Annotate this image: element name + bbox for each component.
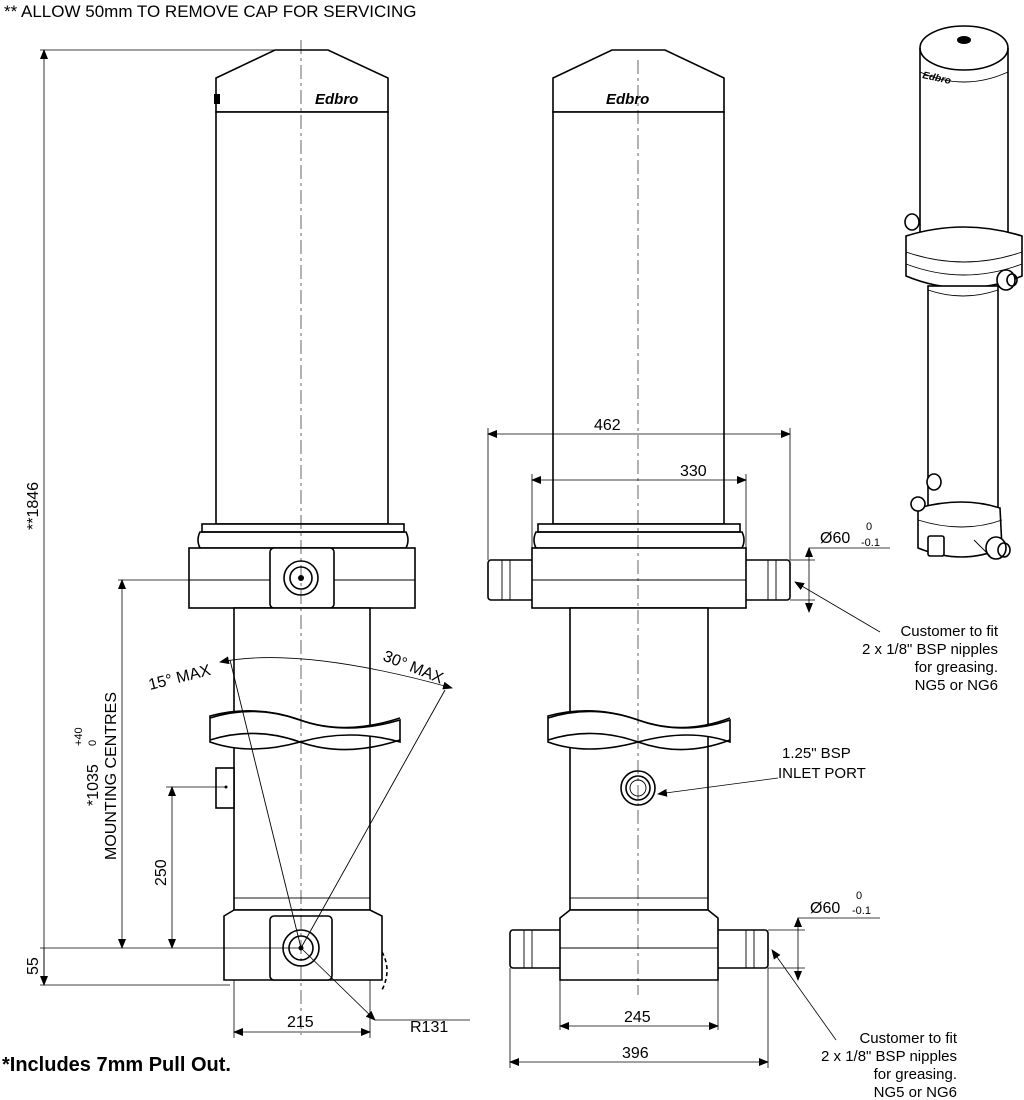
collar-width-inner-label: 330	[680, 463, 707, 480]
collar-width-outer-label: 462	[594, 417, 621, 434]
mounting-centres-value: *1035	[85, 764, 102, 806]
svg-text:1.25" BSP: 1.25" BSP	[782, 745, 851, 762]
svg-text:Customer to fit: Customer to fit	[859, 1030, 957, 1047]
radius-label: R131	[410, 1019, 448, 1036]
left-view: Edbro 15° MAX	[25, 40, 470, 1038]
trunnion-tol-lower-top: -0.1	[861, 537, 880, 549]
port-height-label: 250	[153, 859, 170, 886]
middle-trunnion-bottom-right	[713, 929, 769, 969]
trunnion-dia-top: Ø60	[820, 530, 850, 547]
note-top-nipples: Customer to fit 2 x 1/8" BSP nipples for…	[862, 623, 999, 694]
left-outer-tube	[215, 111, 389, 525]
iso-brand: Edbro	[921, 70, 952, 87]
middle-trunnion-right	[743, 559, 791, 601]
svg-text:NG5 or NG6: NG5 or NG6	[874, 1084, 957, 1100]
left-cap-brand: Edbro	[315, 91, 358, 108]
angle-left-label: 15° MAX	[147, 662, 213, 694]
note-inlet-port: 1.25" BSP INLET PORT	[778, 745, 866, 782]
base-width-label: 215	[287, 1014, 314, 1031]
base-height-label: 55	[25, 957, 42, 975]
note-bottom-nipples: Customer to fit 2 x 1/8" BSP nipples for…	[821, 1030, 958, 1100]
svg-text:INLET PORT: INLET PORT	[778, 765, 866, 782]
iso-cap-vent	[957, 36, 971, 44]
mounting-centres-tol-upper: +40	[73, 727, 85, 746]
base-width-inner-label: 245	[624, 1009, 651, 1026]
svg-text:Customer to fit: Customer to fit	[900, 623, 998, 640]
angle-right-label: 30° MAX	[381, 648, 446, 688]
middle-base	[559, 909, 719, 981]
trunnion-tol-upper-bottom: 0	[856, 890, 862, 902]
middle-view: Edbro 462	[487, 49, 999, 1100]
mounting-centres-label: MOUNTING CENTRES	[103, 692, 120, 860]
left-cap	[215, 49, 389, 113]
svg-text:NG5 or NG6: NG5 or NG6	[915, 677, 998, 694]
middle-inner-tube	[569, 607, 709, 911]
svg-text:2 x 1/8" BSP nipples: 2 x 1/8" BSP nipples	[862, 641, 998, 658]
overall-height-label: **1846	[25, 482, 42, 530]
middle-trunnion-bottom-left	[509, 929, 565, 969]
trunnion-tol-lower-bottom: -0.1	[852, 905, 871, 917]
footer-note: *Includes 7mm Pull Out.	[2, 1054, 231, 1076]
middle-cap-brand: Edbro	[606, 91, 649, 108]
header-note: ** ALLOW 50mm TO REMOVE CAP FOR SERVICIN…	[4, 2, 417, 21]
trunnion-tol-upper-top: 0	[866, 521, 872, 533]
isometric-view: Edbro	[904, 25, 1023, 560]
svg-text:for greasing.: for greasing.	[915, 659, 998, 676]
svg-text:for greasing.: for greasing.	[874, 1066, 957, 1083]
middle-outer-tube	[552, 111, 725, 525]
trunnion-dia-bottom: Ø60	[810, 900, 840, 917]
mounting-centres-tol-lower: 0	[87, 740, 99, 746]
middle-trunnion-left	[487, 559, 535, 601]
svg-text:2 x 1/8" BSP nipples: 2 x 1/8" BSP nipples	[821, 1048, 957, 1065]
middle-collar	[531, 547, 747, 609]
base-width-outer-label: 396	[622, 1045, 649, 1062]
left-cap-screw	[214, 94, 220, 104]
